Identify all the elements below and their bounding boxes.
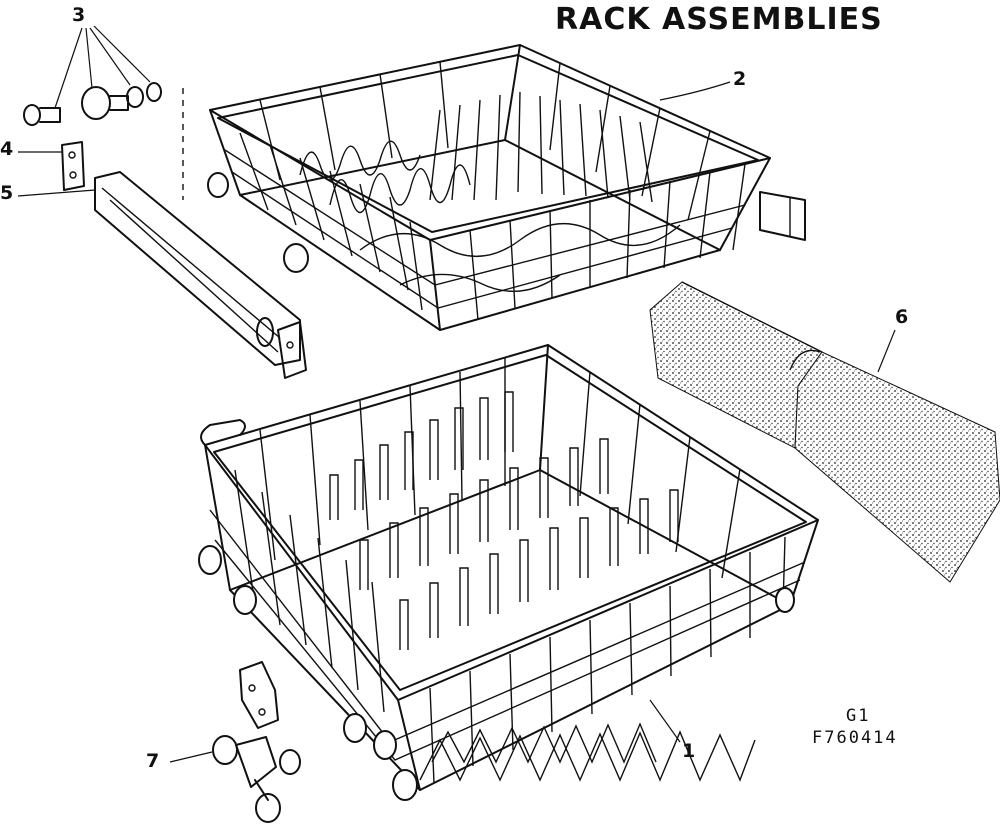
- callout-3: 3: [72, 4, 86, 26]
- leader-lines: [17, 25, 896, 763]
- callout-4: 4: [0, 138, 14, 160]
- callout-6: 6: [895, 306, 909, 328]
- roller-parts: [23, 82, 162, 126]
- lower-rack: [198, 344, 819, 801]
- rail-bracket-part: [61, 141, 85, 191]
- callout-1: 1: [682, 740, 696, 762]
- figure-code-line1: G1: [846, 706, 871, 726]
- upper-rack: [207, 44, 806, 331]
- silverware-basket: [649, 281, 1000, 583]
- callout-2: 2: [733, 68, 747, 90]
- wheel-bracket-part: [212, 661, 301, 823]
- track-rail-part: [94, 171, 307, 379]
- diagram-title: RACK ASSEMBLIES: [555, 2, 883, 37]
- figure-code-line2: F760414: [812, 728, 898, 748]
- callout-7: 7: [146, 750, 160, 772]
- callout-5: 5: [0, 182, 14, 204]
